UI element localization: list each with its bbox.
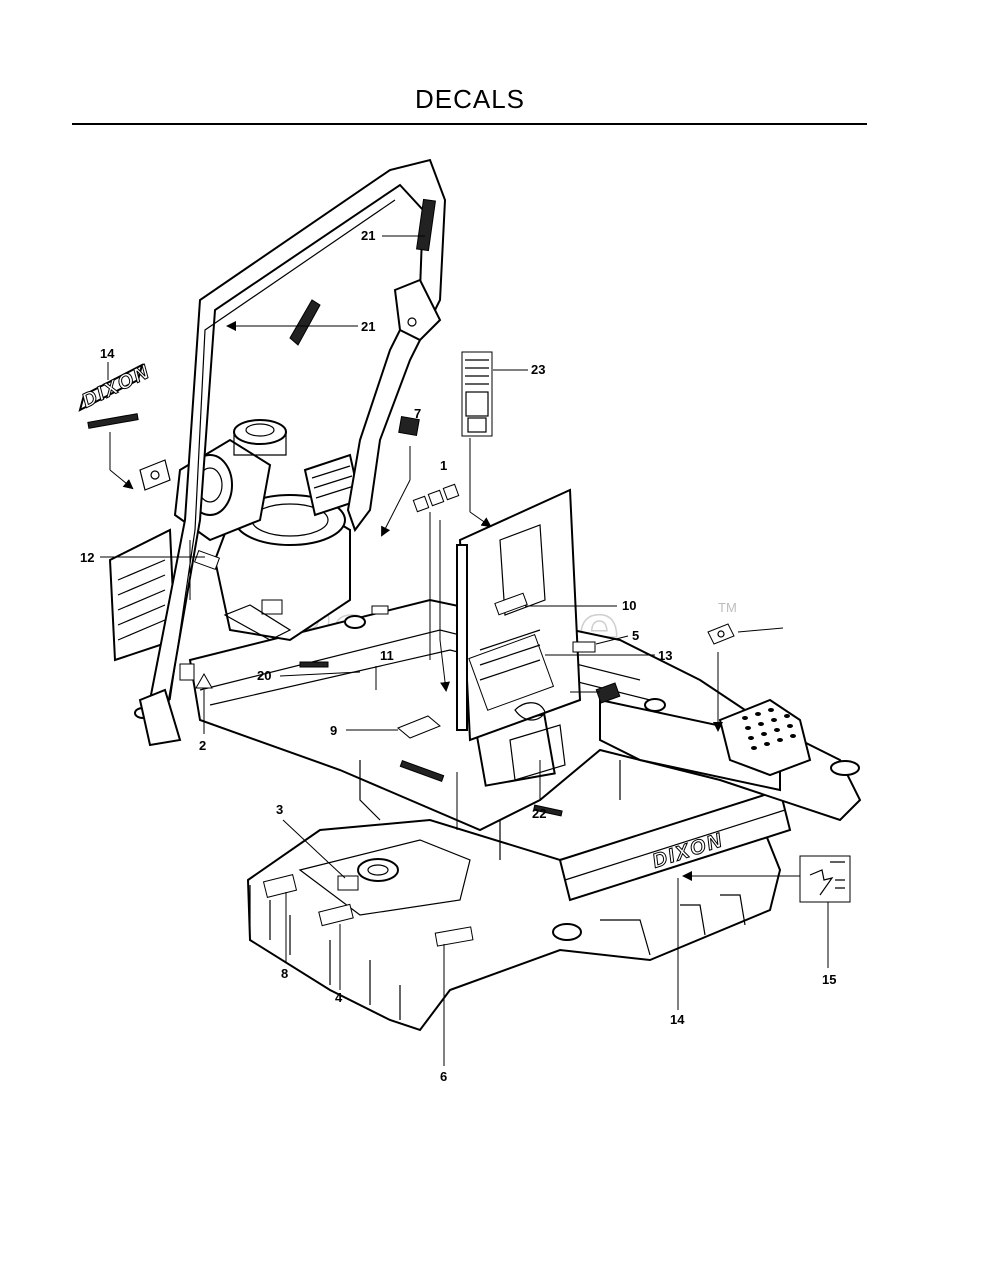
callout-1: 1: [440, 458, 447, 473]
callout-11: 11: [380, 648, 394, 663]
separate-decals: DIXON: [78, 299, 851, 903]
callout-10: 10: [622, 598, 636, 613]
callout-16: 20: [257, 668, 271, 683]
callout-7: 7: [414, 406, 421, 421]
rops-roll-bar: [134, 158, 447, 747]
callout-14-lower: 14: [670, 1012, 685, 1027]
callout-5: 5: [632, 628, 639, 643]
callout-labels: 21 21 14 23 7 1 12 10 5 13 11 20 9 2 3 2…: [80, 228, 836, 1084]
callout-18: 21: [361, 319, 375, 334]
callout-4: 4: [335, 990, 343, 1005]
leader-lines: [100, 235, 829, 1066]
callout-12: 12: [80, 550, 94, 565]
seat-riser: [456, 488, 596, 742]
watermark-tm: TM: [718, 600, 737, 615]
engine: [108, 419, 389, 662]
callout-17: 21: [361, 228, 375, 243]
callout-14-upper: 14: [100, 346, 115, 361]
callout-19: 22: [532, 806, 546, 821]
callout-3: 3: [276, 802, 283, 817]
callout-13: 13: [658, 648, 672, 663]
callout-6: 6: [440, 1069, 447, 1084]
callout-8: 8: [281, 966, 288, 981]
page-title: DECALS: [414, 84, 526, 114]
callout-9: 9: [330, 723, 337, 738]
title-rule: [72, 123, 867, 125]
callout-20: 23: [531, 362, 545, 377]
foot-plate: [718, 698, 812, 777]
callout-15: 15: [822, 972, 836, 987]
upper-logo-decal: DIXON: [79, 361, 155, 413]
callout-2: 2: [199, 738, 206, 753]
